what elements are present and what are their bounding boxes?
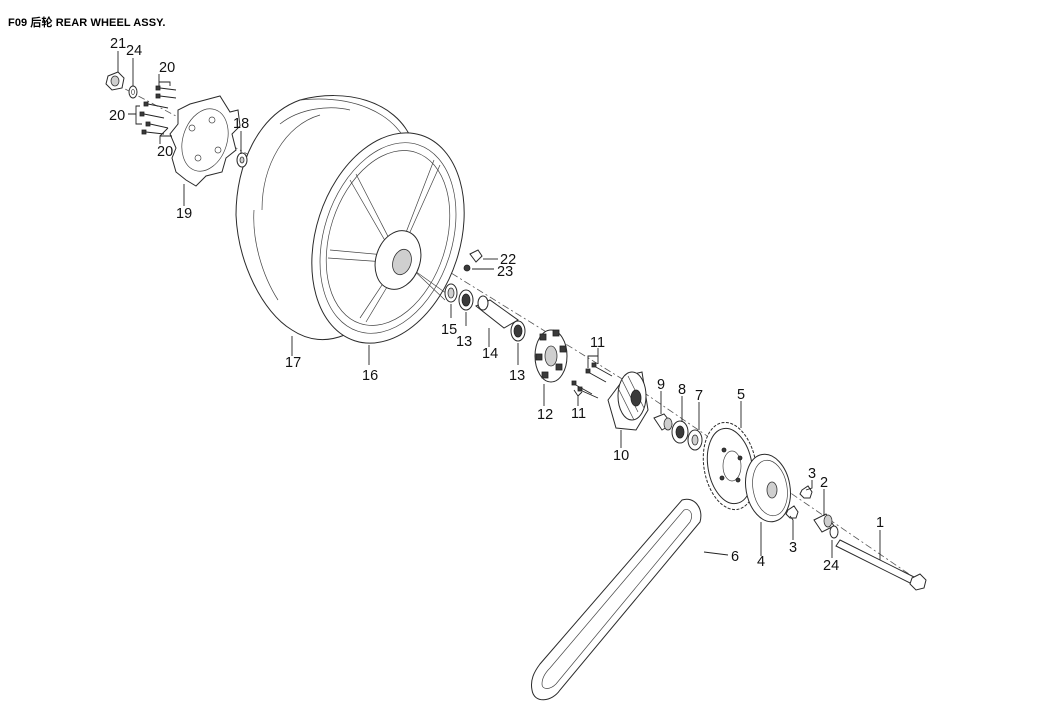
- callout-23: 23: [497, 264, 513, 280]
- drive-chain-6: [531, 498, 702, 701]
- callout-15: 15: [441, 322, 457, 338]
- rim: [311, 132, 465, 344]
- spacer-sleeve-14: [475, 295, 519, 329]
- washer-24-left: [128, 85, 138, 99]
- nut-3-lower: [785, 505, 799, 519]
- nut-3-upper: [799, 485, 813, 499]
- bearing-8: [671, 420, 689, 444]
- diagram-title: F09 后轮 REAR WHEEL ASSY.: [8, 17, 166, 29]
- callout-13-a: 13: [456, 334, 472, 350]
- guard-plate-4: [745, 453, 791, 523]
- callout-19: 19: [176, 206, 192, 222]
- bearing-13-left: [458, 289, 474, 311]
- callout-labels: 21 24 20 20 20 18 19 22 23 15 13 14 13 1…: [109, 36, 884, 574]
- callout-17: 17: [285, 355, 301, 371]
- callout-20-a: 20: [159, 60, 175, 76]
- callout-24-b: 24: [823, 558, 839, 574]
- callout-21: 21: [110, 36, 126, 52]
- oil-seal-15: [444, 283, 458, 303]
- washer-24-right: [829, 525, 839, 539]
- bearing-13-right: [510, 320, 526, 342]
- callout-20-c: 20: [157, 144, 173, 160]
- valve-22: [469, 249, 483, 263]
- brake-disc: [169, 95, 241, 187]
- callout-20-b: 20: [109, 108, 125, 124]
- callout-2: 2: [820, 475, 828, 491]
- callout-11-b: 11: [571, 406, 586, 422]
- callout-8: 8: [678, 382, 686, 398]
- callout-22: 22: [500, 252, 516, 268]
- sprocket-hub-10: [607, 371, 649, 431]
- callout-7: 7: [695, 388, 703, 404]
- callout-6: 6: [731, 549, 739, 565]
- callout-11-a: 11: [590, 335, 605, 351]
- callout-12: 12: [537, 407, 553, 423]
- callout-4: 4: [757, 554, 765, 570]
- leader-lines: [117, 51, 881, 560]
- bolts-11: [571, 362, 613, 399]
- callout-14: 14: [482, 346, 498, 362]
- callout-9: 9: [657, 377, 665, 393]
- callout-10: 10: [613, 448, 629, 464]
- callout-13-b: 13: [509, 368, 525, 384]
- callout-16: 16: [362, 368, 378, 384]
- callout-18: 18: [233, 116, 249, 132]
- axle-1: [835, 539, 927, 591]
- callout-1: 1: [876, 515, 884, 531]
- oil-seal-7: [687, 429, 703, 451]
- valve-cap-23: [463, 264, 471, 272]
- callout-3-b: 3: [789, 540, 797, 556]
- collar-9: [653, 413, 673, 431]
- nut-21: [105, 71, 125, 91]
- callout-3-a: 3: [808, 466, 816, 482]
- hub-damper-12: [534, 329, 568, 383]
- sprocket-5: [702, 421, 758, 511]
- disc-bolts-20: [139, 85, 177, 135]
- spacer-2: [813, 513, 835, 533]
- callout-5: 5: [737, 387, 745, 403]
- spacer-18: [236, 152, 248, 168]
- callout-24-a: 24: [126, 43, 142, 59]
